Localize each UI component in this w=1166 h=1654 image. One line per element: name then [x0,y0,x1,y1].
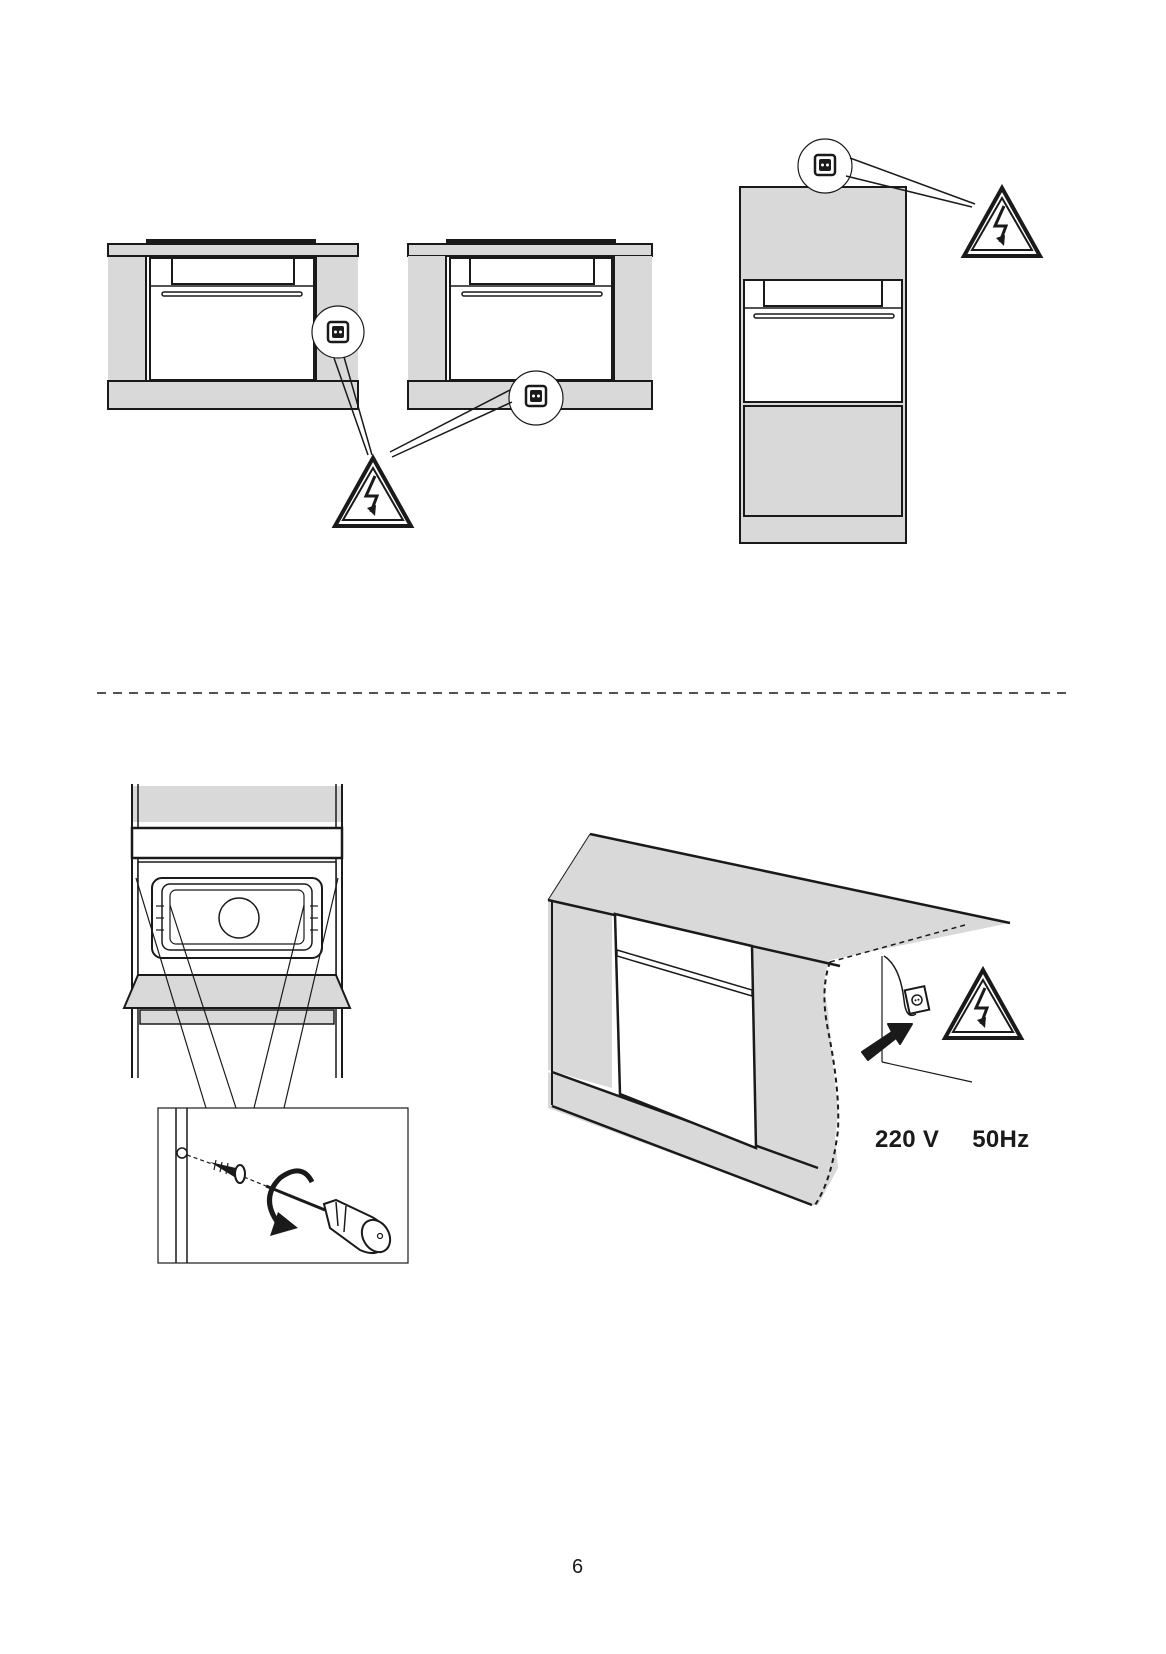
screwdriver-icon [265,1184,392,1255]
voltage-label: 220 V [875,1126,940,1153]
page-number: 6 [572,1556,584,1578]
electrical-socket-icon [524,384,548,408]
figure-oven-undercounter-bottom-socket [389,239,653,458]
high-voltage-warning-icon [333,456,413,528]
electrical-socket-icon [813,153,837,177]
screw-icon [210,1159,246,1184]
figure-oven-screw-fixing [122,784,409,1264]
figure-oven-tall-cabinet [739,138,976,544]
figure-cabinet-wall-socket [547,832,1011,1207]
electrical-socket-icon [903,984,931,1016]
high-voltage-warning-icon [962,186,1042,258]
electrical-supply-label: 220 V 50Hz [875,1126,1029,1154]
electrical-socket-icon [326,320,350,344]
figure-oven-undercounter-side-socket [107,239,373,456]
high-voltage-warning-icon [943,968,1023,1040]
rotation-arrow-icon [267,1168,315,1236]
frequency-label: 50Hz [972,1126,1030,1153]
